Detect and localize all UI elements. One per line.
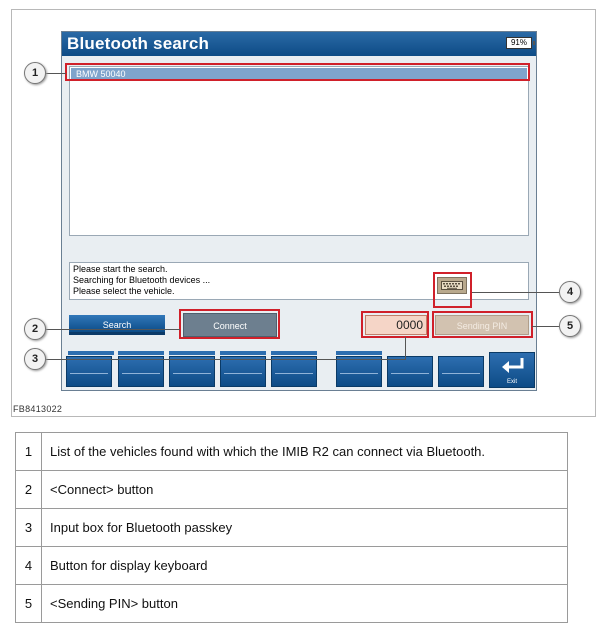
function-key-1[interactable] bbox=[66, 356, 112, 387]
status-line: Please start the search. bbox=[73, 264, 168, 274]
sending-pin-button[interactable]: Sending PIN bbox=[435, 315, 529, 335]
function-key-8[interactable] bbox=[438, 356, 484, 387]
leader-line-4 bbox=[472, 292, 560, 293]
keyboard-icon bbox=[441, 281, 463, 290]
status-line: Searching for Bluetooth devices ... bbox=[73, 275, 211, 285]
function-key-2[interactable] bbox=[118, 356, 164, 387]
function-key-3[interactable] bbox=[169, 356, 215, 387]
leader-line-2 bbox=[46, 329, 180, 330]
callout-3: 3 bbox=[24, 348, 46, 370]
highlight-vehicle-list bbox=[65, 63, 530, 81]
legend-number: 1 bbox=[15, 432, 42, 471]
function-key-5[interactable] bbox=[271, 356, 317, 387]
legend-row: 3 Input box for Bluetooth passkey bbox=[15, 508, 568, 547]
legend-row: 1 List of the vehicles found with which … bbox=[15, 432, 568, 471]
function-key-tab bbox=[271, 351, 317, 355]
legend-number: 4 bbox=[15, 546, 42, 585]
connect-button[interactable]: Connect bbox=[183, 313, 277, 337]
function-key-7[interactable] bbox=[387, 356, 433, 387]
function-key-tab bbox=[118, 351, 164, 355]
legend-description: List of the vehicles found with which th… bbox=[41, 432, 568, 471]
function-key-tab bbox=[68, 351, 114, 355]
function-key-tab bbox=[169, 351, 215, 355]
highlight-connect-button bbox=[179, 309, 280, 339]
exit-button[interactable]: Exit bbox=[489, 352, 535, 388]
leader-line-3-vertical bbox=[405, 337, 406, 360]
legend-number: 3 bbox=[15, 508, 42, 547]
function-key-6[interactable] bbox=[336, 356, 382, 387]
function-key-4[interactable] bbox=[220, 356, 266, 387]
figure-code: FB8413022 bbox=[13, 404, 63, 414]
window-title: Bluetooth search bbox=[67, 34, 210, 53]
legend-description: Button for display keyboard bbox=[41, 546, 568, 585]
vehicle-list[interactable]: BMW 50040 bbox=[69, 66, 529, 236]
callout-5: 5 bbox=[559, 315, 581, 337]
battery-indicator: 91% bbox=[506, 37, 535, 49]
legend-description: <Connect> button bbox=[41, 470, 568, 509]
function-key-tab bbox=[336, 351, 382, 355]
legend-number: 2 bbox=[15, 470, 42, 509]
bluetooth-search-screen: Bluetooth search 91% BMW 50040 Please st… bbox=[61, 31, 537, 391]
legend-description: <Sending PIN> button bbox=[41, 584, 568, 623]
legend-description: Input box for Bluetooth passkey bbox=[41, 508, 568, 547]
legend-row: 4 Button for display keyboard bbox=[15, 546, 568, 585]
display-keyboard-button[interactable] bbox=[437, 277, 467, 294]
legend-row: 5 <Sending PIN> button bbox=[15, 584, 568, 623]
passkey-input[interactable]: 0000 bbox=[365, 315, 427, 335]
exit-label: Exit bbox=[506, 379, 517, 385]
legend-number: 5 bbox=[15, 584, 42, 623]
leader-line-1 bbox=[46, 73, 66, 74]
leader-line-3 bbox=[46, 359, 405, 360]
leader-line-5 bbox=[532, 326, 560, 327]
highlight-keyboard-button bbox=[433, 272, 472, 308]
callout-2: 2 bbox=[24, 318, 46, 340]
highlight-passkey-input bbox=[361, 311, 429, 338]
status-line: Please select the vehicle. bbox=[73, 286, 175, 296]
callout-1: 1 bbox=[24, 62, 46, 84]
function-key-tab bbox=[220, 351, 266, 355]
return-arrow-icon bbox=[502, 358, 524, 373]
highlight-sending-pin-button bbox=[432, 311, 533, 338]
search-button[interactable]: Search bbox=[69, 315, 165, 335]
vehicle-list-item[interactable]: BMW 50040 bbox=[71, 68, 527, 81]
callout-4: 4 bbox=[559, 281, 581, 303]
legend-table: 1 List of the vehicles found with which … bbox=[15, 432, 568, 623]
title-bar: Bluetooth search 91% bbox=[62, 32, 536, 56]
legend-row: 2 <Connect> button bbox=[15, 470, 568, 509]
